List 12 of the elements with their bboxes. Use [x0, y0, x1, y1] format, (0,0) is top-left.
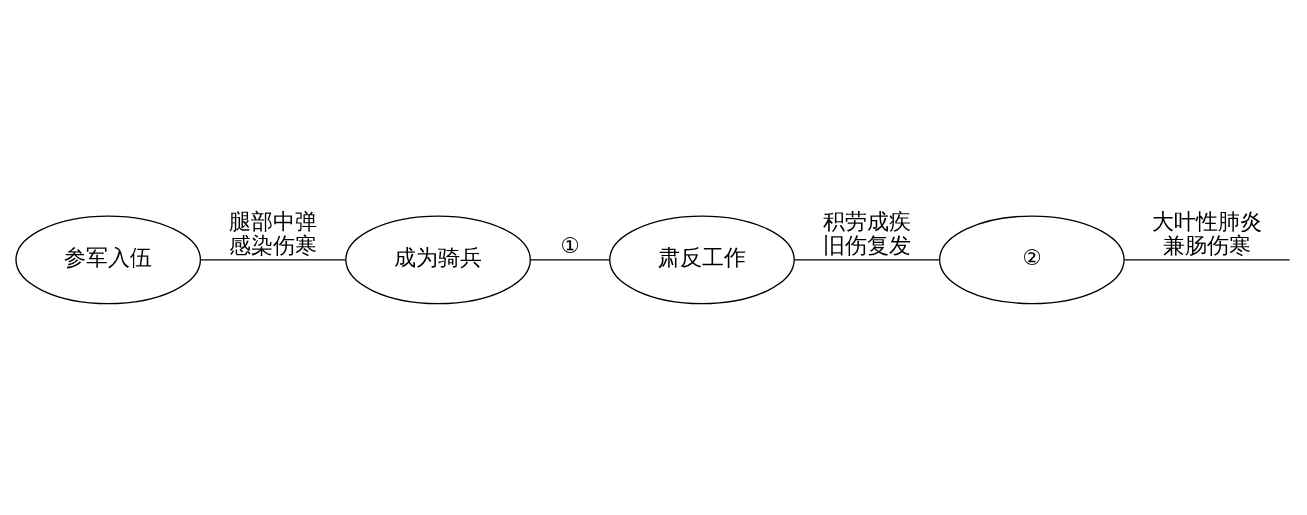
connector [200, 259, 347, 261]
edge-label: 大叶性肺炎兼肠伤寒 [1151, 208, 1262, 258]
edge-label: 腿部中弹感染伤寒 [229, 208, 318, 258]
node-ellipse: 成为骑兵 [345, 215, 531, 305]
node-ellipse: ② [938, 215, 1125, 305]
connector [529, 259, 611, 261]
connector [1123, 259, 1291, 261]
edge-label: ① [560, 232, 580, 258]
node-ellipse: 参军入伍 [15, 215, 202, 305]
edge-label: 积劳成疾旧伤复发 [822, 208, 911, 258]
node-ellipse: 肃反工作 [609, 215, 795, 305]
connector [793, 259, 940, 261]
